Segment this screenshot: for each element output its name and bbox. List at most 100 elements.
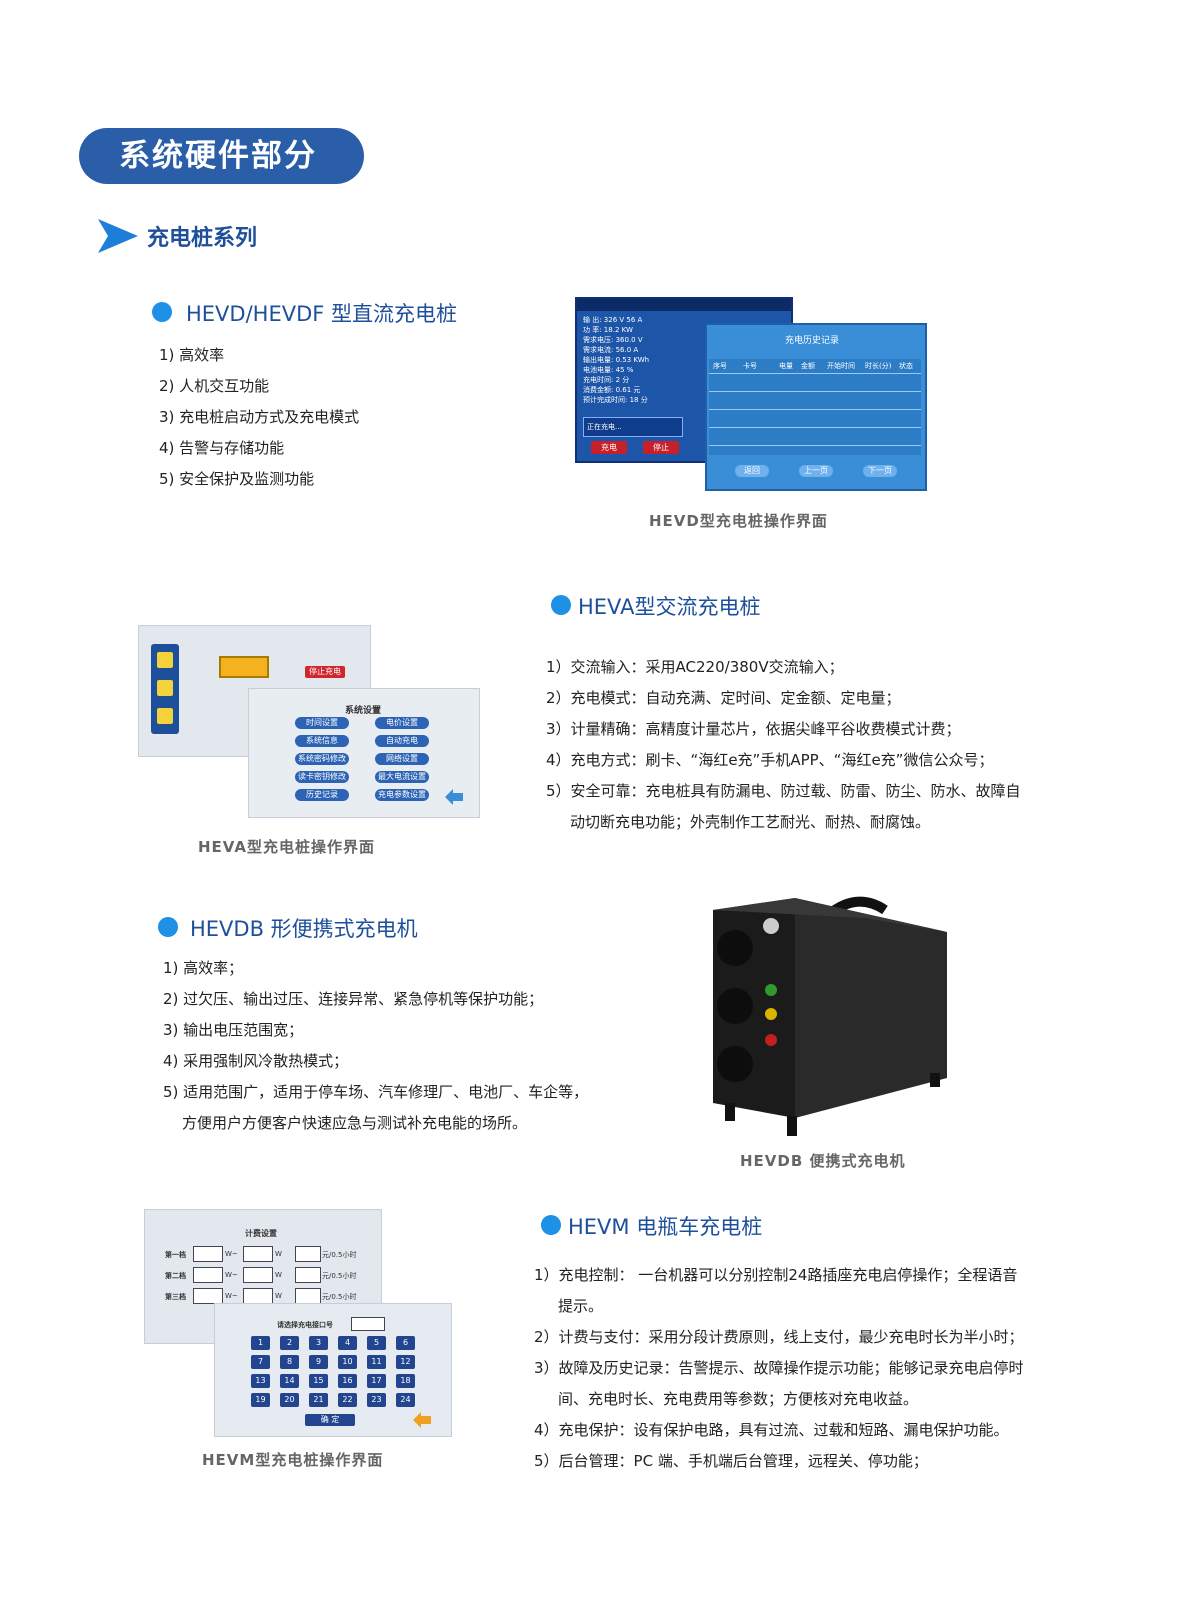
- keypad-key-15[interactable]: 15: [309, 1374, 328, 1388]
- price-unit-label: 元/0.5小时: [322, 1293, 357, 1301]
- table-header: 时长(分): [865, 362, 892, 370]
- price-field[interactable]: [295, 1246, 321, 1262]
- unit-label: W~: [225, 1292, 238, 1300]
- keypad-key-3[interactable]: 3: [309, 1336, 328, 1350]
- keypad-key-18[interactable]: 18: [396, 1374, 415, 1388]
- list-item: 3）故障及历史记录：告警提示、故障操作提示功能；能够记录充电启停时: [534, 1359, 1024, 1377]
- keypad-key-13[interactable]: 13: [251, 1374, 270, 1388]
- unit-label: W: [275, 1250, 282, 1258]
- billing-title: 计费设置: [245, 1229, 277, 1238]
- port-number-field[interactable]: [351, 1317, 385, 1331]
- return-arrow-icon[interactable]: [411, 1410, 433, 1428]
- price-field[interactable]: [295, 1288, 321, 1304]
- network-button[interactable]: 网络设置: [375, 753, 429, 765]
- keypad-key-21[interactable]: 21: [309, 1393, 328, 1407]
- keypad-key-6[interactable]: 6: [396, 1336, 415, 1350]
- max-current-button[interactable]: 最大电流设置: [375, 771, 429, 783]
- keypad-key-11[interactable]: 11: [367, 1355, 386, 1369]
- list-item: 5) 适用范围广，适用于停车场、汽车修理厂、电池厂、车企等，: [163, 1083, 589, 1101]
- tier-max-field[interactable]: [243, 1288, 273, 1304]
- charge-params-button[interactable]: 充电参数设置: [375, 789, 429, 801]
- list-item: 3）计量精确：高精度计量芯片，依据尖峰平谷收费模式计费；: [546, 720, 961, 738]
- keypad-key-2[interactable]: 2: [280, 1336, 299, 1350]
- tier-min-field[interactable]: [193, 1288, 223, 1304]
- list-item: 动切断充电功能；外壳制作工艺耐光、耐热、耐腐蚀。: [570, 813, 931, 831]
- list-item: 1) 高效率: [159, 346, 225, 364]
- info-line: 消费金额: 0.61 元: [583, 386, 641, 394]
- tier-label: 第三档: [165, 1293, 186, 1301]
- settings-title: 系统设置: [345, 706, 382, 716]
- return-arrow-icon[interactable]: [443, 787, 465, 805]
- keypad-key-8[interactable]: 8: [280, 1355, 299, 1369]
- info-line: 输 出: 326 V 56 A: [583, 316, 643, 324]
- unit-label: W~: [225, 1271, 238, 1279]
- list-item: 5）后台管理：PC 端、手机端后台管理，远程关、停功能；: [534, 1452, 928, 1470]
- back-button[interactable]: 返回: [735, 465, 769, 477]
- series-subtitle: 充电桩系列: [147, 226, 258, 251]
- prev-page-button[interactable]: 上一页: [799, 465, 833, 477]
- keypad-key-17[interactable]: 17: [367, 1374, 386, 1388]
- stop-button[interactable]: 停止: [643, 441, 679, 454]
- keypad-key-4[interactable]: 4: [338, 1336, 357, 1350]
- keypad-key-7[interactable]: 7: [251, 1355, 270, 1369]
- hevm-caption: HEVM型充电桩操作界面: [202, 1451, 384, 1469]
- keypad-key-24[interactable]: 24: [396, 1393, 415, 1407]
- system-info-button[interactable]: 系统信息: [295, 735, 349, 747]
- list-item: 5）安全可靠：充电桩具有防漏电、防过载、防雷、防尘、防水、故障自: [546, 782, 1021, 800]
- auto-charge-button[interactable]: 自动充电: [375, 735, 429, 747]
- price-setting-button[interactable]: 电价设置: [375, 717, 429, 729]
- list-item: 4）充电保护：设有保护电路，具有过流、过载和短路、漏电保护功能。: [534, 1421, 1009, 1439]
- next-page-button[interactable]: 下一页: [863, 465, 897, 477]
- keypad-key-10[interactable]: 10: [338, 1355, 357, 1369]
- stop-charge-button[interactable]: 停止充电: [305, 666, 345, 678]
- tier-min-field[interactable]: [193, 1246, 223, 1262]
- charge-button[interactable]: 充电: [591, 441, 627, 454]
- tier-label: 第二档: [165, 1272, 186, 1280]
- list-item: 1）充电控制： 一台机器可以分别控制24路插座充电启停操作；全程语音: [534, 1266, 1018, 1284]
- history-button[interactable]: 历史记录: [295, 789, 349, 801]
- info-line: 功 率: 18.2 KW: [583, 326, 633, 334]
- keypad-key-22[interactable]: 22: [338, 1393, 357, 1407]
- hevd-feature-list: 1) 高效率 2) 人机交互功能 3) 充电桩启动方式及充电模式 4) 告警与存…: [159, 340, 359, 495]
- section-title: 系统硬件部分: [119, 138, 317, 174]
- info-line: 需求电流: 56.0 A: [583, 346, 639, 354]
- password-button[interactable]: 系统密码修改: [295, 753, 349, 765]
- keypad-key-20[interactable]: 20: [280, 1393, 299, 1407]
- keypad-key-16[interactable]: 16: [338, 1374, 357, 1388]
- list-item: 2) 人机交互功能: [159, 377, 270, 395]
- hevdb-caption: HEVDB 便携式充电机: [740, 1152, 906, 1170]
- keypad-key-19[interactable]: 19: [251, 1393, 270, 1407]
- keypad-key-1[interactable]: 1: [251, 1336, 270, 1350]
- list-item: 4) 告警与存储功能: [159, 439, 285, 457]
- keypad-key-23[interactable]: 23: [367, 1393, 386, 1407]
- time-setting-button[interactable]: 时间设置: [295, 717, 349, 729]
- screen-info: 输 出: 326 V 56 A 功 率: 18.2 KW 需求电压: 360.0…: [583, 315, 685, 415]
- list-item: 2) 过欠压、输出过压、连接异常、紧急停机等保护功能；: [163, 990, 544, 1008]
- keypad-key-5[interactable]: 5: [367, 1336, 386, 1350]
- keypad-key-9[interactable]: 9: [309, 1355, 328, 1369]
- card-key-button[interactable]: 读卡密钥修改: [295, 771, 349, 783]
- hevm-feature-list: 1）充电控制： 一台机器可以分别控制24路插座充电启停操作；全程语音 提示。 2…: [534, 1260, 1024, 1477]
- list-item: 1）交流输入：采用AC220/380V交流输入；: [546, 658, 844, 676]
- price-unit-label: 元/0.5小时: [322, 1251, 357, 1259]
- price-field[interactable]: [295, 1267, 321, 1283]
- list-item: 5) 安全保护及监测功能: [159, 470, 315, 488]
- status-box: 正在充电...: [583, 417, 683, 437]
- keypad-key-12[interactable]: 12: [396, 1355, 415, 1369]
- battery-icon: [219, 656, 269, 678]
- history-table: 序号 卡号 电量 金额 开始时间 时长(分) 状态: [709, 359, 921, 455]
- heva-screen-settings: 系统设置 时间设置 电价设置 系统信息 自动充电 系统密码修改 网络设置 读卡密…: [248, 688, 480, 818]
- tier-max-field[interactable]: [243, 1267, 273, 1283]
- heva-feature-list: 1）交流输入：采用AC220/380V交流输入； 2）充电模式：自动充满、定时间…: [546, 652, 1021, 838]
- tier-max-field[interactable]: [243, 1246, 273, 1262]
- section-title-pill: 系统硬件部分: [79, 128, 364, 184]
- tier-min-field[interactable]: [193, 1267, 223, 1283]
- list-item: 3) 输出电压范围宽；: [163, 1021, 304, 1039]
- list-item: 4) 采用强制风冷散热模式；: [163, 1052, 349, 1070]
- table-header: 开始时间: [827, 362, 855, 370]
- keypad-key-14[interactable]: 14: [280, 1374, 299, 1388]
- confirm-button[interactable]: 确 定: [305, 1414, 355, 1426]
- table-header: 状态: [899, 362, 913, 370]
